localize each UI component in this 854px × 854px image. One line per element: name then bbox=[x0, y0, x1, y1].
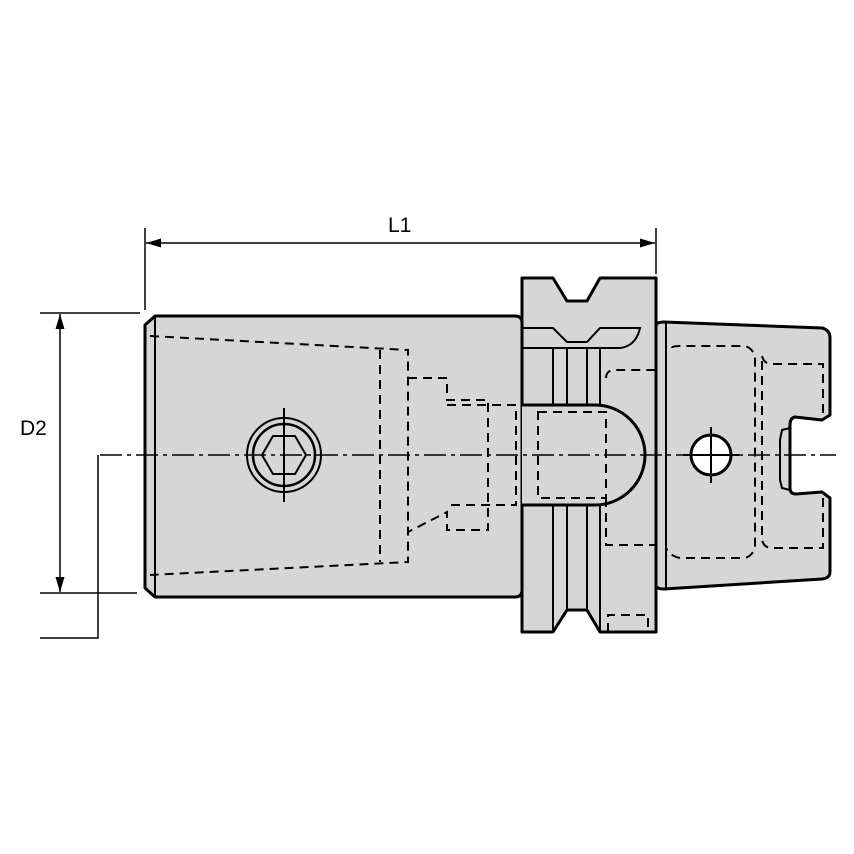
hsk-hidden-lines bbox=[665, 345, 824, 559]
flange-groove-lines bbox=[522, 327, 642, 632]
flange-bottom-hidden bbox=[607, 614, 649, 632]
shank-body bbox=[143, 314, 524, 599]
dimension-d2 bbox=[40, 312, 140, 639]
flange-hidden-lines bbox=[605, 369, 656, 546]
dimension-l1 bbox=[144, 228, 657, 310]
l1-label: L1 bbox=[388, 214, 412, 237]
shank-hidden-lines bbox=[149, 335, 517, 576]
hsk-slot-edge bbox=[779, 427, 791, 491]
d2-label: D2 bbox=[20, 417, 47, 440]
